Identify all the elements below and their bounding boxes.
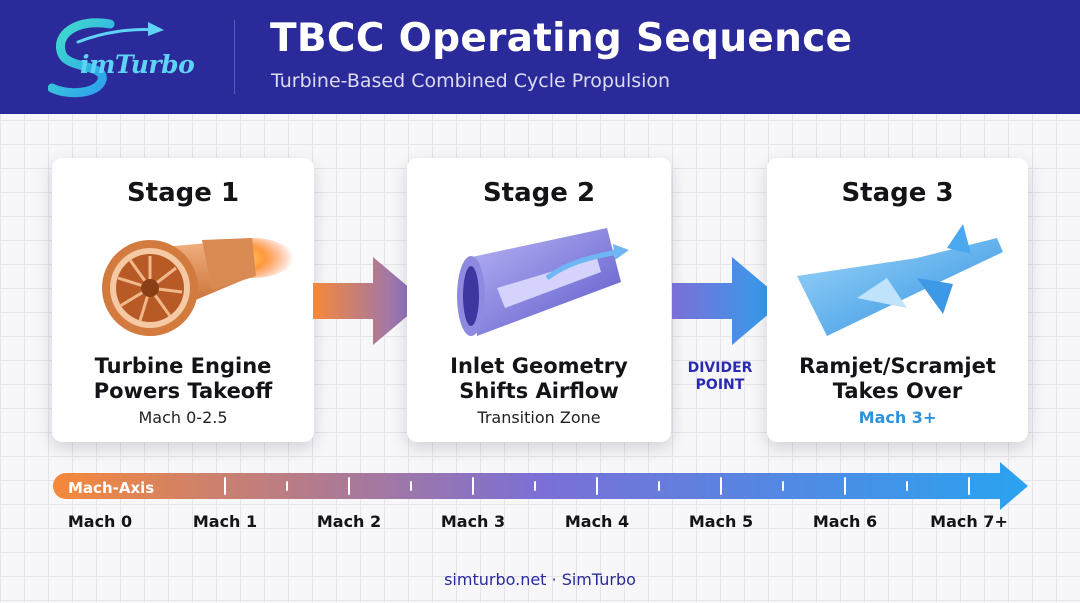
page-subtitle: Turbine-Based Combined Cycle Propulsion [271, 70, 671, 92]
mach-tick-label: Mach 1 [192, 512, 258, 531]
divider-point-label: DIVIDER POINT [687, 360, 753, 393]
stage-label: Stage 1 [126, 178, 240, 208]
stage-mach-range: Mach 0-2.5 [138, 408, 228, 427]
mach-axis-bar [53, 462, 1028, 510]
mach-tick-label: Mach 0 [67, 512, 133, 531]
inlet-geometry-icon [457, 228, 629, 336]
stage-title: Ramjet/Scramjet Takes Over [799, 354, 996, 403]
stage-mach-range: Mach 3+ [858, 408, 937, 427]
logo-wordmark: imTurbo [80, 50, 195, 79]
arrow-right-icon [672, 257, 784, 345]
turbine-engine-icon [102, 238, 294, 336]
stage-3-card: Stage 3 Ramjet/Scramjet Takes Over Mach … [767, 158, 1028, 442]
mach-tick-label: Mach 7+ [930, 512, 1008, 531]
header-bar: imTurbo TBCC Operating Sequence Turbine-… [0, 0, 1080, 114]
mach-tick-label: Mach 5 [688, 512, 754, 531]
mach-tick-label: Mach 2 [316, 512, 382, 531]
mach-tick-label: Mach 6 [812, 512, 878, 531]
mach-axis-label: Mach-Axis [68, 479, 155, 497]
stage-zone-label: Transition Zone [477, 408, 601, 427]
page-title: TBCC Operating Sequence [270, 16, 853, 61]
stage-label: Stage 3 [841, 178, 954, 208]
stage-label: Stage 2 [482, 178, 596, 208]
mach-tick-label: Mach 3 [440, 512, 506, 531]
stage-2-card: Stage 2 Inlet Geometry Shifts Airflow Tr… [407, 158, 671, 442]
simturbo-logo-icon [48, 18, 164, 98]
scramjet-vehicle-icon [797, 224, 1003, 336]
header-divider [234, 20, 235, 94]
stage-title: Turbine Engine Powers Takeoff [93, 354, 273, 403]
stage-title: Inlet Geometry Shifts Airflow [450, 354, 628, 403]
mach-tick-label: Mach 4 [564, 512, 630, 531]
footer-credit: simturbo.net · SimTurbo [444, 570, 636, 589]
arrow-right-icon [313, 257, 425, 345]
stage-1-card: Stage 1 Turbine Engine Powe [52, 158, 314, 442]
